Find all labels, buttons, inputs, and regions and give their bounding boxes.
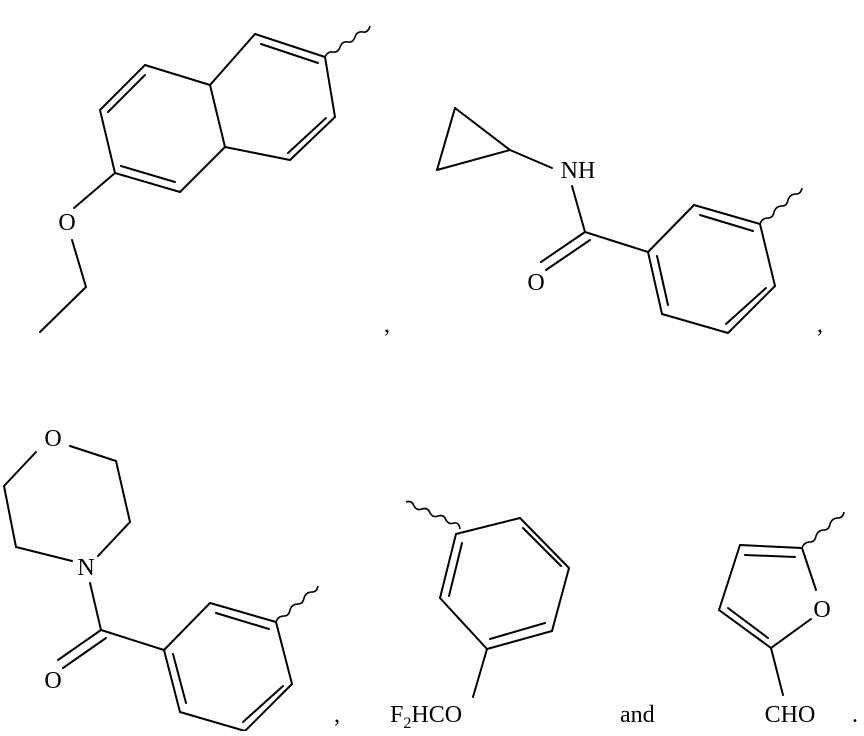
- separator-comma-3: ,: [334, 702, 340, 728]
- amide-oxygen-label: O: [527, 270, 544, 296]
- structure-formylfuryl: O CHO: [719, 512, 844, 728]
- difluoromethoxy-suffix: HCO: [411, 702, 462, 728]
- conjunction-and: and: [620, 702, 655, 728]
- structure-cyclopropylcarbamoylphenyl: NH O: [437, 108, 802, 333]
- furan-oxygen-label: O: [813, 597, 830, 623]
- morpholine-oxygen-label: O: [44, 426, 61, 452]
- separator-period: .: [852, 702, 858, 728]
- amide-nh-label: NH: [561, 158, 596, 184]
- difluoromethoxy-prefix: F: [390, 702, 403, 728]
- difluoromethoxy-subscript: 2: [403, 715, 411, 731]
- difluoromethoxy-label: F2HCO: [390, 702, 462, 731]
- morpholine-nitrogen-label: N: [77, 555, 94, 581]
- separator-comma-1: ,: [384, 312, 390, 338]
- separator-comma-2: ,: [817, 312, 823, 338]
- structure-difluoromethoxyphenyl: F2HCO: [390, 502, 569, 732]
- naphthyl-oxygen-label: O: [58, 210, 75, 236]
- structure-ethoxynaphthyl: O: [40, 26, 370, 332]
- formyl-group-label: CHO: [765, 702, 816, 728]
- morpholine-carbonyl-oxygen-label: O: [44, 668, 61, 694]
- structure-morpholinocarbonylphenyl: O N O: [4, 426, 318, 731]
